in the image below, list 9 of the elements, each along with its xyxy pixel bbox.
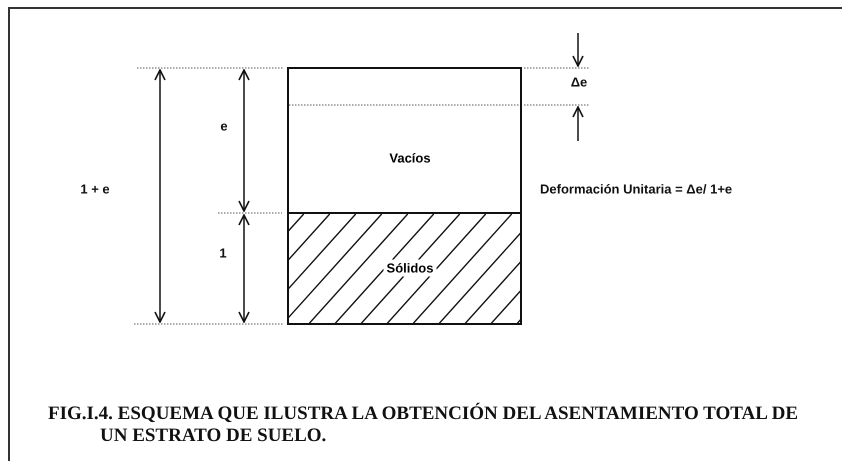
solids-box (287, 212, 522, 325)
dimension-label: Δe (570, 74, 588, 90)
dimension-label: 1 (219, 246, 227, 260)
phase-label: Sólidos (384, 260, 436, 276)
figure-caption: FIG.I.4. ESQUEMA QUE ILUSTRA LA OBTENCIÓN DEL ASENTAMIENTO TOTAL DE UN ESTRATO DE SUELO. (48, 403, 799, 447)
dimension-label: e (220, 118, 228, 134)
formula-text: Deformación Unitaria = Δe/ 1+e (540, 182, 732, 196)
voids-box (287, 67, 522, 213)
dimension-label: 1 + e (80, 182, 110, 196)
